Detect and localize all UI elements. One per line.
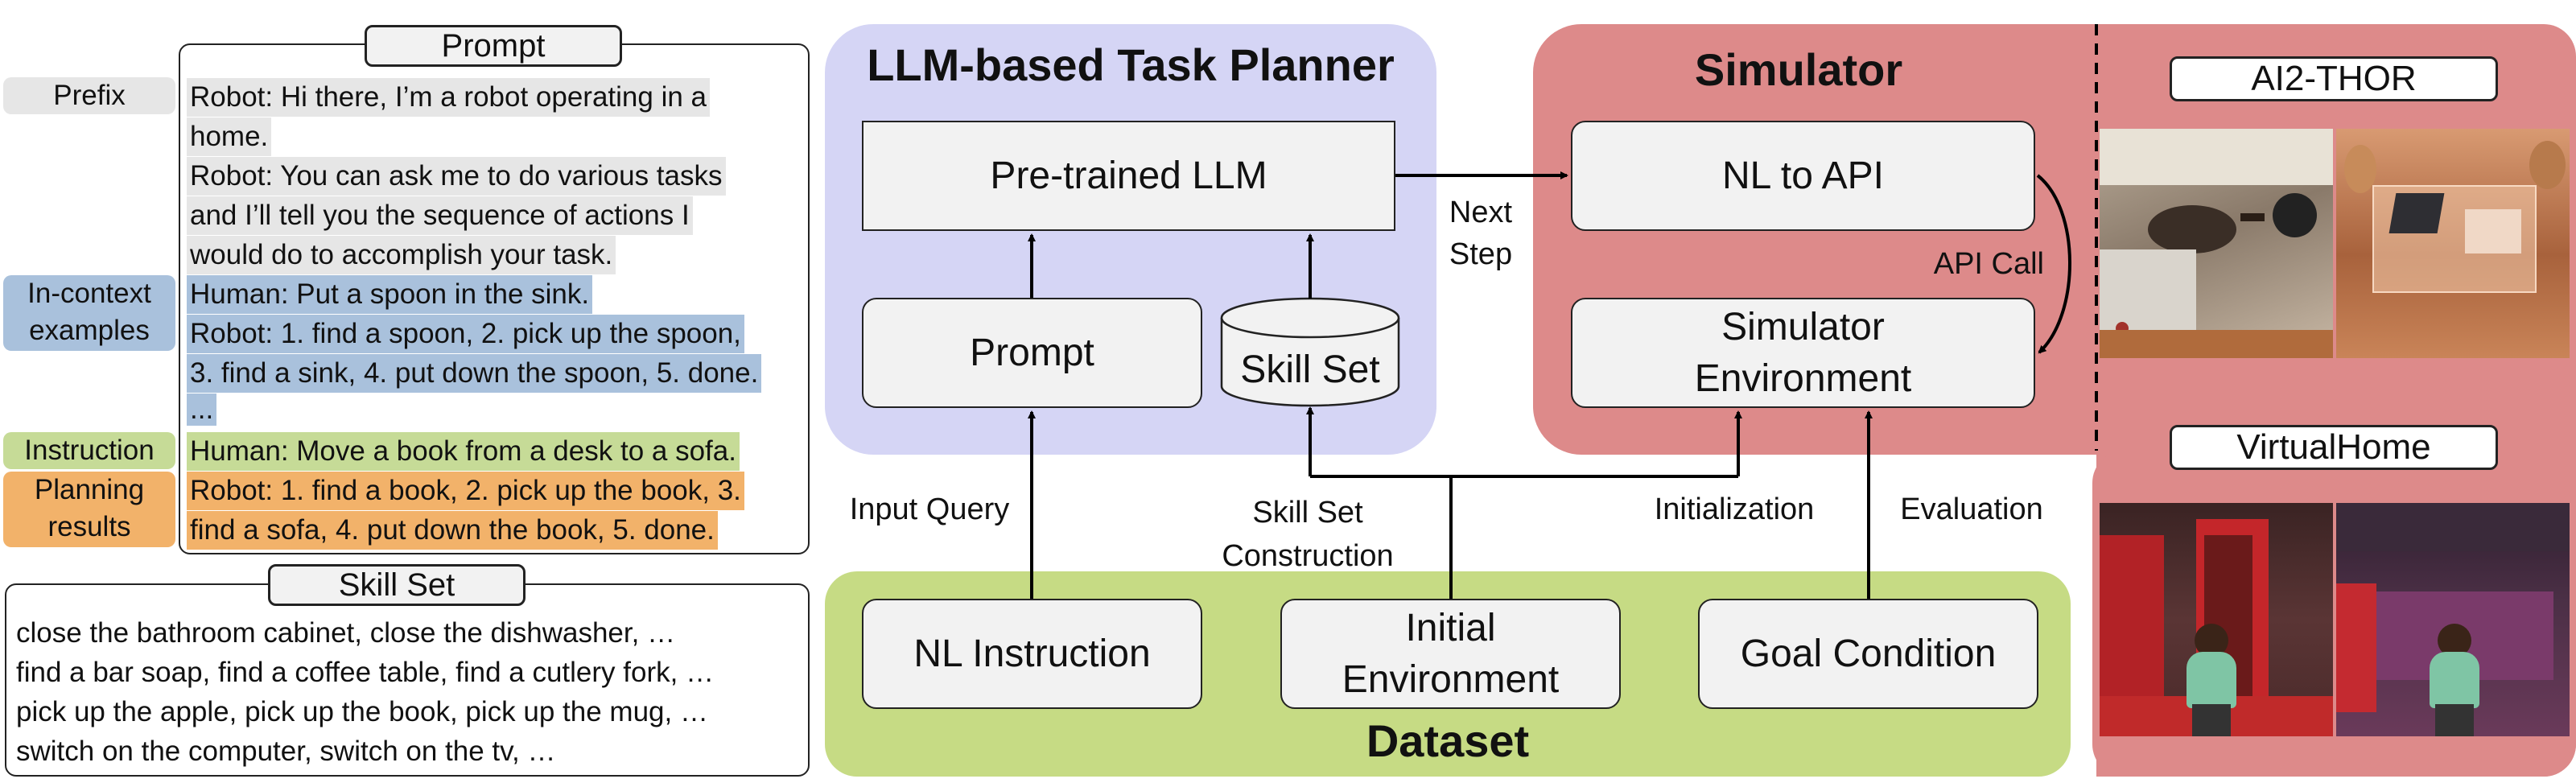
prompt-box: Prompt: [862, 298, 1202, 408]
prompt-line: home.: [187, 117, 272, 156]
simulator-title: Simulator: [1694, 44, 1903, 95]
input-query-label: Input Query: [849, 492, 1010, 526]
virtualhome-kitchen-image: [2100, 503, 2333, 736]
prompt-line: find a sofa, 4. put down the book, 5. do…: [187, 511, 718, 550]
pretrained-llm-box: Pre-trained LLM: [862, 121, 1395, 231]
next-step-label: Next Step: [1449, 196, 1513, 271]
prompt-line: would do to accomplish your task.: [187, 236, 616, 274]
api-call-label: API Call: [1933, 247, 2044, 281]
skill-line: close the bathroom cabinet, close the di…: [16, 617, 676, 649]
prompt-line: Robot: 1. find a book, 2. pick up the bo…: [187, 472, 744, 510]
prompt-line: Robot: Hi there, I’m a robot operating i…: [187, 78, 711, 117]
tag-prefix: Prefix: [3, 77, 175, 114]
dataset-title: Dataset: [1366, 715, 1530, 766]
nl-to-api-box: NL to API: [1571, 121, 2035, 231]
skill-line: switch on the computer, switch on the tv…: [16, 736, 556, 767]
ai2thor-kitchen-image: [2100, 129, 2333, 358]
tag-planning-results: Planning results: [3, 472, 175, 547]
evaluation-label: Evaluation: [1900, 492, 2043, 526]
prompt-line: and I’ll tell you the sequence of action…: [187, 196, 693, 235]
tag-in-context-examples: In-context examples: [3, 275, 175, 351]
skill-line: find a bar soap, find a coffee table, fi…: [16, 657, 715, 688]
task-planner-title: LLM-based Task Planner: [867, 39, 1395, 90]
initial-environment-box: Initial Environment: [1280, 599, 1621, 709]
prompt-line: Human: Put a spoon in the sink.: [187, 275, 593, 314]
prompt-line: ...: [187, 394, 217, 426]
virtualhome-label: VirtualHome: [2170, 425, 2498, 470]
nl-instruction-box: NL Instruction: [862, 599, 1202, 709]
tag-instruction: Instruction: [3, 432, 175, 469]
skill-set-panel: [5, 583, 810, 777]
goal-condition-box: Goal Condition: [1698, 599, 2038, 709]
prompt-line: Robot: 1. find a spoon, 2. pick up the s…: [187, 315, 744, 353]
prompt-panel-header: Prompt: [365, 25, 622, 67]
ai2thor-livingroom-image: [2336, 129, 2570, 358]
ai2thor-label: AI2-THOR: [2170, 56, 2498, 101]
skill-line: pick up the apple, pick up the book, pic…: [16, 696, 708, 727]
simulator-environment-box: Simulator Environment: [1571, 298, 2035, 408]
prompt-line: Human: Move a book from a desk to a sofa…: [187, 432, 740, 471]
initialization-label: Initialization: [1654, 492, 1815, 526]
prompt-line: Robot: You can ask me to do various task…: [187, 157, 726, 196]
virtualhome-livingroom-image: [2336, 503, 2570, 736]
skill-set-construction-label: Skill Set Construction: [1222, 496, 1394, 573]
skill-set-panel-header: Skill Set: [268, 564, 526, 606]
skill-set-cylinder-label: Skill Set: [1240, 348, 1380, 391]
prompt-line: 3. find a sink, 4. put down the spoon, 5…: [187, 354, 762, 393]
